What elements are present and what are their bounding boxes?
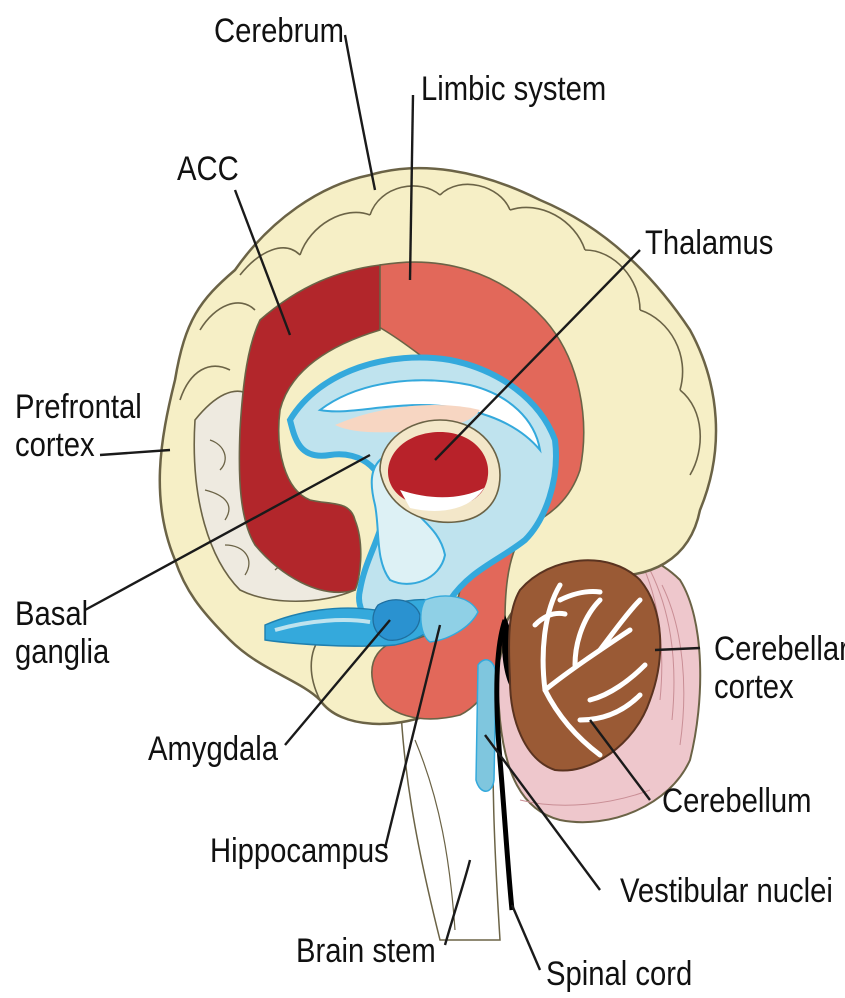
label-cerebellum: Cerebellum: [662, 782, 812, 820]
label-acc: ACC: [177, 150, 239, 188]
label-spinal-cord: Spinal cord: [546, 955, 692, 993]
label-thalamus: Thalamus: [645, 224, 773, 262]
label-amygdala: Amygdala: [148, 730, 278, 768]
label-prefrontal-cortex: Prefrontal cortex: [15, 388, 142, 464]
label-cerebrum: Cerebrum: [214, 12, 344, 50]
label-cerebellar-cortex: Cerebellar cortex: [714, 630, 845, 706]
leader-cerebrum: [345, 35, 375, 190]
label-basal-ganglia: Basal ganglia: [15, 595, 109, 671]
leader-spinal-cord: [512, 905, 540, 970]
label-limbic-system: Limbic system: [421, 70, 606, 108]
label-brain-stem: Brain stem: [296, 932, 436, 970]
label-hippocampus: Hippocampus: [210, 832, 389, 870]
label-vestibular-nuclei: Vestibular nuclei: [620, 872, 833, 910]
vestibular-nuclei-shape: [476, 660, 496, 791]
